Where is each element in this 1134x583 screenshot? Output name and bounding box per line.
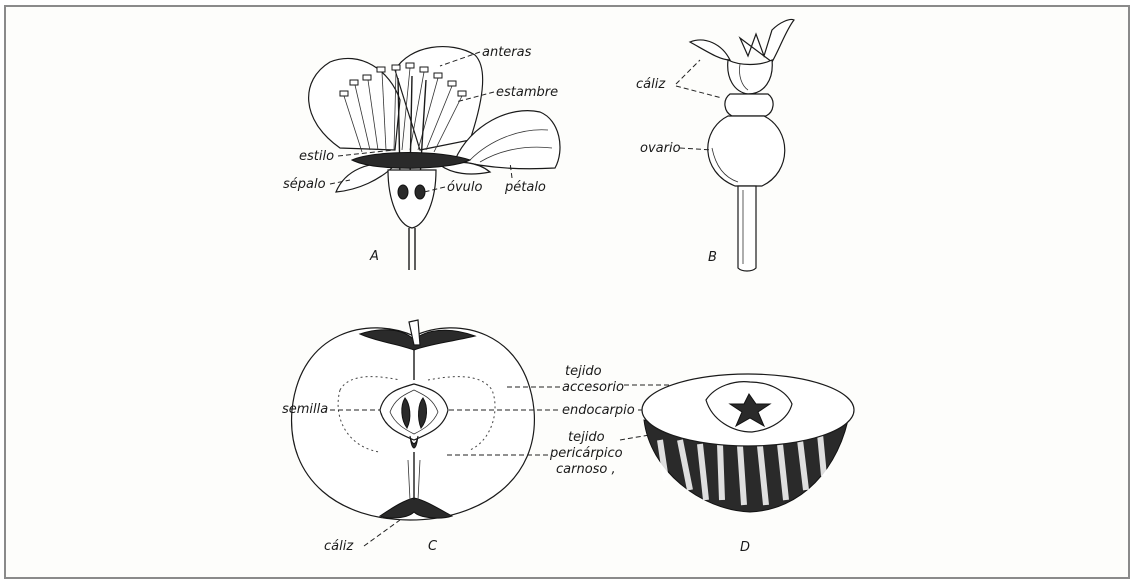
label-petalo: pétalo <box>504 180 546 195</box>
label-ovulo: óvulo <box>447 180 482 195</box>
label-endocarpio: endocarpio <box>562 403 635 418</box>
label-sepalo: sépalo <box>283 177 326 192</box>
label-tejido-pericarpico-2: pericárpico <box>549 446 623 461</box>
label-tejido-pericarpico-3: carnoso , <box>556 462 616 477</box>
flower-section-drawing <box>309 47 560 270</box>
panel-label-d: D <box>740 540 750 555</box>
label-tejido-accesorio-1: tejido <box>565 364 602 379</box>
label-caliz-b: cáliz <box>636 77 666 92</box>
label-estilo: estilo <box>299 149 334 164</box>
apple-cross-section-drawing <box>642 374 854 512</box>
panel-label-a: A <box>369 249 379 264</box>
label-semilla: semilla <box>282 402 328 417</box>
label-tejido-pericarpico-1: tejido <box>568 430 605 445</box>
panel-label-b: B <box>708 250 717 265</box>
label-tejido-accesorio-2: accesorio <box>562 380 624 395</box>
label-estambre: estambre <box>496 85 558 100</box>
label-caliz-c: cáliz <box>324 539 354 554</box>
ovary-calyx-drawing <box>690 19 794 271</box>
apple-section-drawing <box>292 320 535 520</box>
label-anteras: anteras <box>482 45 532 60</box>
panel-label-c: C <box>428 539 438 554</box>
label-ovario: ovario <box>640 141 681 156</box>
